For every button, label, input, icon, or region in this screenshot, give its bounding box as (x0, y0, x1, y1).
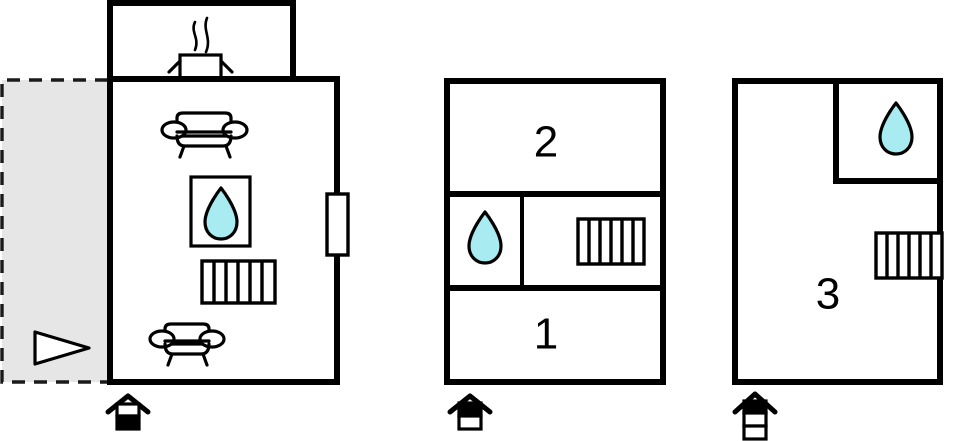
terrace-area (0, 78, 108, 384)
water-drop-icon (467, 210, 503, 265)
first-floor-walls (444, 78, 666, 385)
cooking-pot-icon (167, 16, 234, 80)
plan-second-floor: 3 (732, 78, 944, 441)
radiator-icon (200, 259, 277, 305)
water-drop-icon (878, 101, 914, 156)
bathroom-water-drop (189, 175, 252, 248)
triangle-direction-icon (33, 330, 91, 366)
room-number-3: 3 (816, 270, 840, 319)
plan-ground-floor (0, 0, 350, 431)
sofa-icon (148, 322, 226, 367)
second-floor-indicator (732, 391, 778, 441)
room-number-1: 1 (534, 310, 558, 359)
radiator-icon (874, 231, 944, 280)
plan-first-floor: 2 1 (444, 78, 666, 431)
water-drop-icon (203, 186, 239, 241)
ground-floor-indicator (105, 393, 151, 431)
sofa-icon (160, 111, 249, 159)
room-number-2: 2 (534, 118, 558, 167)
window-icon (325, 192, 350, 257)
first-floor-indicator (447, 393, 493, 431)
radiator-icon (576, 217, 646, 266)
